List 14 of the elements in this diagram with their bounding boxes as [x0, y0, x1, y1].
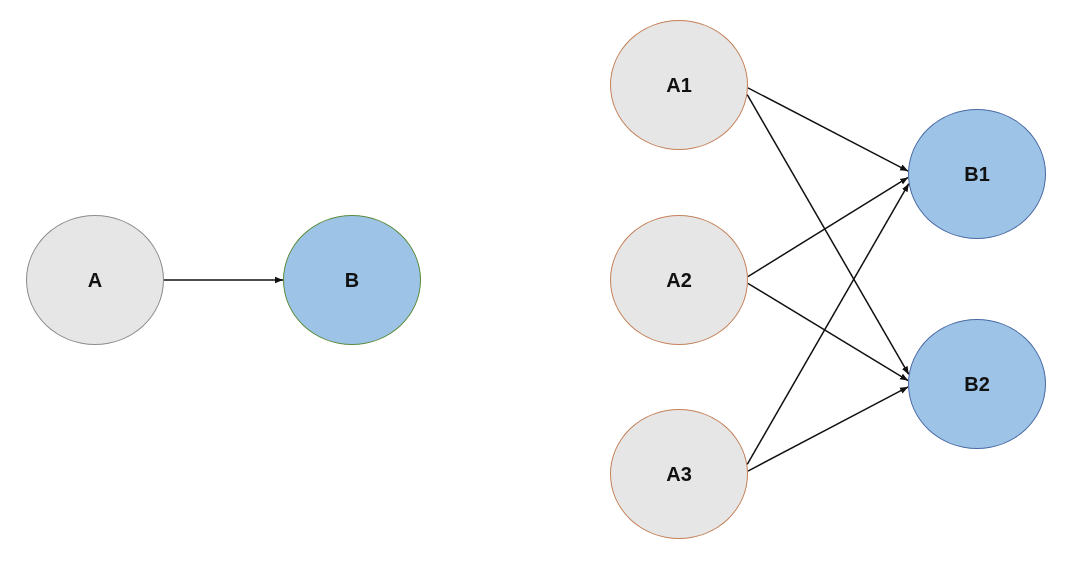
node-label: B1: [964, 162, 990, 186]
node-label: B: [344, 268, 360, 292]
node-label: A2: [666, 268, 692, 292]
arrow: [746, 182, 910, 466]
arrow: [747, 87, 909, 172]
arrow: [746, 93, 910, 376]
node-label: B2: [964, 372, 990, 396]
node-label: A3: [666, 462, 692, 486]
arrow: [747, 386, 909, 472]
node-label: A: [87, 268, 103, 292]
arrow: [747, 282, 909, 382]
arrow: [747, 176, 909, 278]
node-label: A1: [666, 73, 692, 97]
arrow: [163, 276, 284, 284]
